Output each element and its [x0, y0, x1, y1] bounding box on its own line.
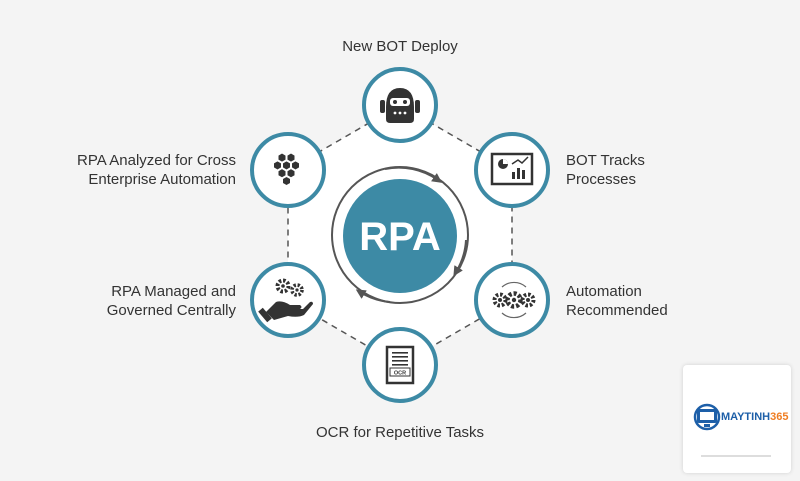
label-automation-recommended: Automation Recommended	[566, 283, 668, 319]
chart-board-icon	[490, 152, 534, 186]
label-bot-tracks: BOT Tracks Processes	[566, 152, 645, 188]
cycle-arrow-top	[384, 166, 443, 183]
ocr-document-icon: OCR	[385, 345, 415, 385]
node-ocr: OCR	[362, 327, 438, 403]
watermark-logo: MAYTINH365	[683, 365, 791, 473]
label-new-bot-deploy: New BOT Deploy	[342, 38, 458, 55]
svg-text:OCR: OCR	[394, 371, 406, 377]
monitor-logo-icon	[693, 403, 771, 457]
node-managed	[250, 262, 326, 338]
label-ocr: OCR for Repetitive Tasks	[315, 424, 485, 441]
hexagon-cluster-icon	[273, 152, 300, 187]
node-bot-deploy	[362, 67, 438, 143]
robot-icon	[380, 88, 420, 123]
cycle-arrow-left	[355, 289, 391, 303]
node-analyzed	[250, 132, 326, 208]
node-bot-tracks	[474, 132, 550, 208]
gears-icon	[492, 281, 536, 319]
node-automation	[474, 262, 550, 338]
watermark-brand: MAYTINH365	[721, 411, 789, 423]
label-rpa-analyzed: RPA Analyzed for Cross Enterprise Automa…	[77, 152, 236, 188]
hub-circle	[343, 179, 457, 293]
cycle-arrow-right	[453, 239, 467, 277]
hub-label: RPA	[359, 215, 440, 259]
label-rpa-managed: RPA Managed and Governed Centrally	[106, 283, 236, 319]
hand-gears-icon	[258, 278, 313, 323]
